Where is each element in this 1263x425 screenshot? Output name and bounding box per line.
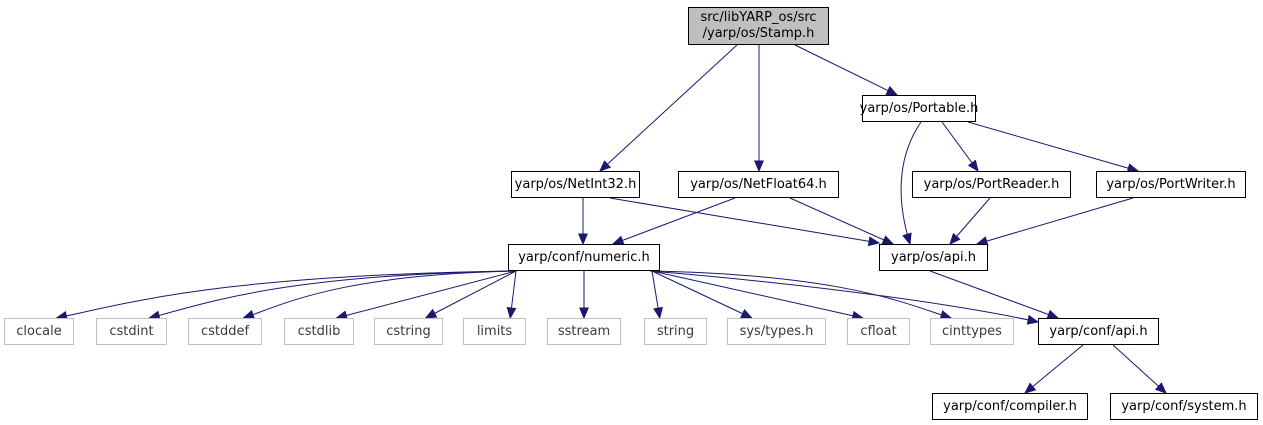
edge-portable-to-osapi (900, 121, 922, 246)
edge-stamp-to-netint32 (599, 44, 738, 172)
node-label: limits (476, 323, 513, 339)
node-portreader-h[interactable]: yarp/os/PortReader.h (912, 171, 1071, 198)
edge-numeric-to-string (651, 270, 663, 320)
edge-confapi-to-system (1112, 344, 1167, 394)
node-label: string (656, 323, 695, 339)
node-label: clocale (16, 323, 62, 339)
node-cfloat: cfloat (847, 318, 910, 345)
edge-numeric-to-cstddef (242, 270, 517, 320)
node-label: yarp/os/NetFloat64.h (690, 176, 827, 192)
edge-numeric-to-limits (506, 270, 517, 320)
node-label: yarp/conf/system.h (1121, 398, 1247, 414)
node-label: yarp/conf/api.h (1049, 323, 1148, 339)
edge-confapi-to-compiler (1024, 344, 1084, 394)
edge-numeric-to-cfloat (651, 270, 865, 321)
node-os-api-h[interactable]: yarp/os/api.h (879, 244, 988, 271)
node-stamp-h[interactable]: src/libYARP_os/src /yarp/os/Stamp.h (688, 7, 829, 45)
node-netfloat64-h[interactable]: yarp/os/NetFloat64.h (678, 171, 839, 198)
node-compiler-h[interactable]: yarp/conf/compiler.h (932, 393, 1088, 420)
node-label: sstream (557, 323, 611, 339)
node-cstddef: cstddef (188, 318, 262, 345)
edge-netfloat64-to-numeric (611, 197, 736, 245)
edge-numeric-to-clocale (55, 270, 517, 321)
node-clocale: clocale (4, 318, 74, 345)
edge-numeric-to-cstdint (147, 270, 517, 321)
node-label: yarp/os/PortReader.h (923, 176, 1060, 192)
node-limits: limits (463, 318, 526, 345)
edge-portwriter-to-osapi (975, 197, 1134, 246)
node-portwriter-h[interactable]: yarp/os/PortWriter.h (1096, 171, 1246, 198)
node-label: yarp/os/NetInt32.h (514, 176, 637, 192)
edge-numeric-to-cinttypes (651, 270, 953, 320)
edge-portable-to-portreader (941, 121, 979, 173)
node-string: string (644, 318, 707, 345)
node-label: yarp/os/Portable.h (859, 100, 979, 116)
node-netint32-h[interactable]: yarp/os/NetInt32.h (511, 171, 640, 198)
node-label: cstdlib (297, 323, 341, 339)
node-cstdlib: cstdlib (284, 318, 354, 345)
edge-osapi-to-confapi (929, 270, 1060, 320)
edge-portreader-to-osapi (949, 197, 991, 245)
edge-netint32-to-numeric (578, 198, 588, 246)
node-sys-types-h: sys/types.h (727, 318, 826, 345)
node-portable-h[interactable]: yarp/os/Portable.h (859, 95, 979, 122)
node-cstdint: cstdint (96, 318, 167, 345)
node-label: cstdint (109, 323, 154, 339)
node-cstring: cstring (374, 318, 443, 345)
node-label: sys/types.h (739, 323, 814, 339)
node-label-line: /yarp/os/Stamp.h (702, 26, 815, 41)
node-cinttypes: cinttypes (930, 318, 1014, 345)
node-label-line: src/libYARP_os/src (700, 10, 817, 26)
node-label: yarp/conf/compiler.h (943, 398, 1077, 414)
edge-numeric-to-systypes (651, 270, 753, 319)
node-label: yarp/os/PortWriter.h (1106, 176, 1236, 192)
edge-portable-to-portwriter (967, 121, 1140, 173)
edge-numeric-to-confapi (649, 270, 1040, 325)
edge-netint32-to-osapi (609, 197, 881, 247)
edge-stamp-to-portable (794, 44, 899, 96)
node-label: yarp/os/api.h (891, 249, 976, 265)
node-label: cstring (386, 323, 431, 339)
node-sstream: sstream (547, 318, 621, 345)
node-label: cstddef (200, 323, 250, 339)
node-label: cfloat (860, 323, 897, 339)
node-system-h[interactable]: yarp/conf/system.h (1110, 393, 1258, 420)
edge-stamp-to-netfloat64 (754, 45, 764, 173)
node-conf-api-h[interactable]: yarp/conf/api.h (1038, 318, 1159, 345)
node-label: yarp/conf/numeric.h (518, 249, 650, 265)
edge-netfloat64-to-osapi (789, 197, 895, 245)
node-numeric-h[interactable]: yarp/conf/numeric.h (508, 244, 660, 271)
edge-numeric-to-cstring (424, 270, 517, 319)
node-label: cinttypes (942, 323, 1002, 339)
edge-numeric-to-sstream (579, 271, 589, 320)
